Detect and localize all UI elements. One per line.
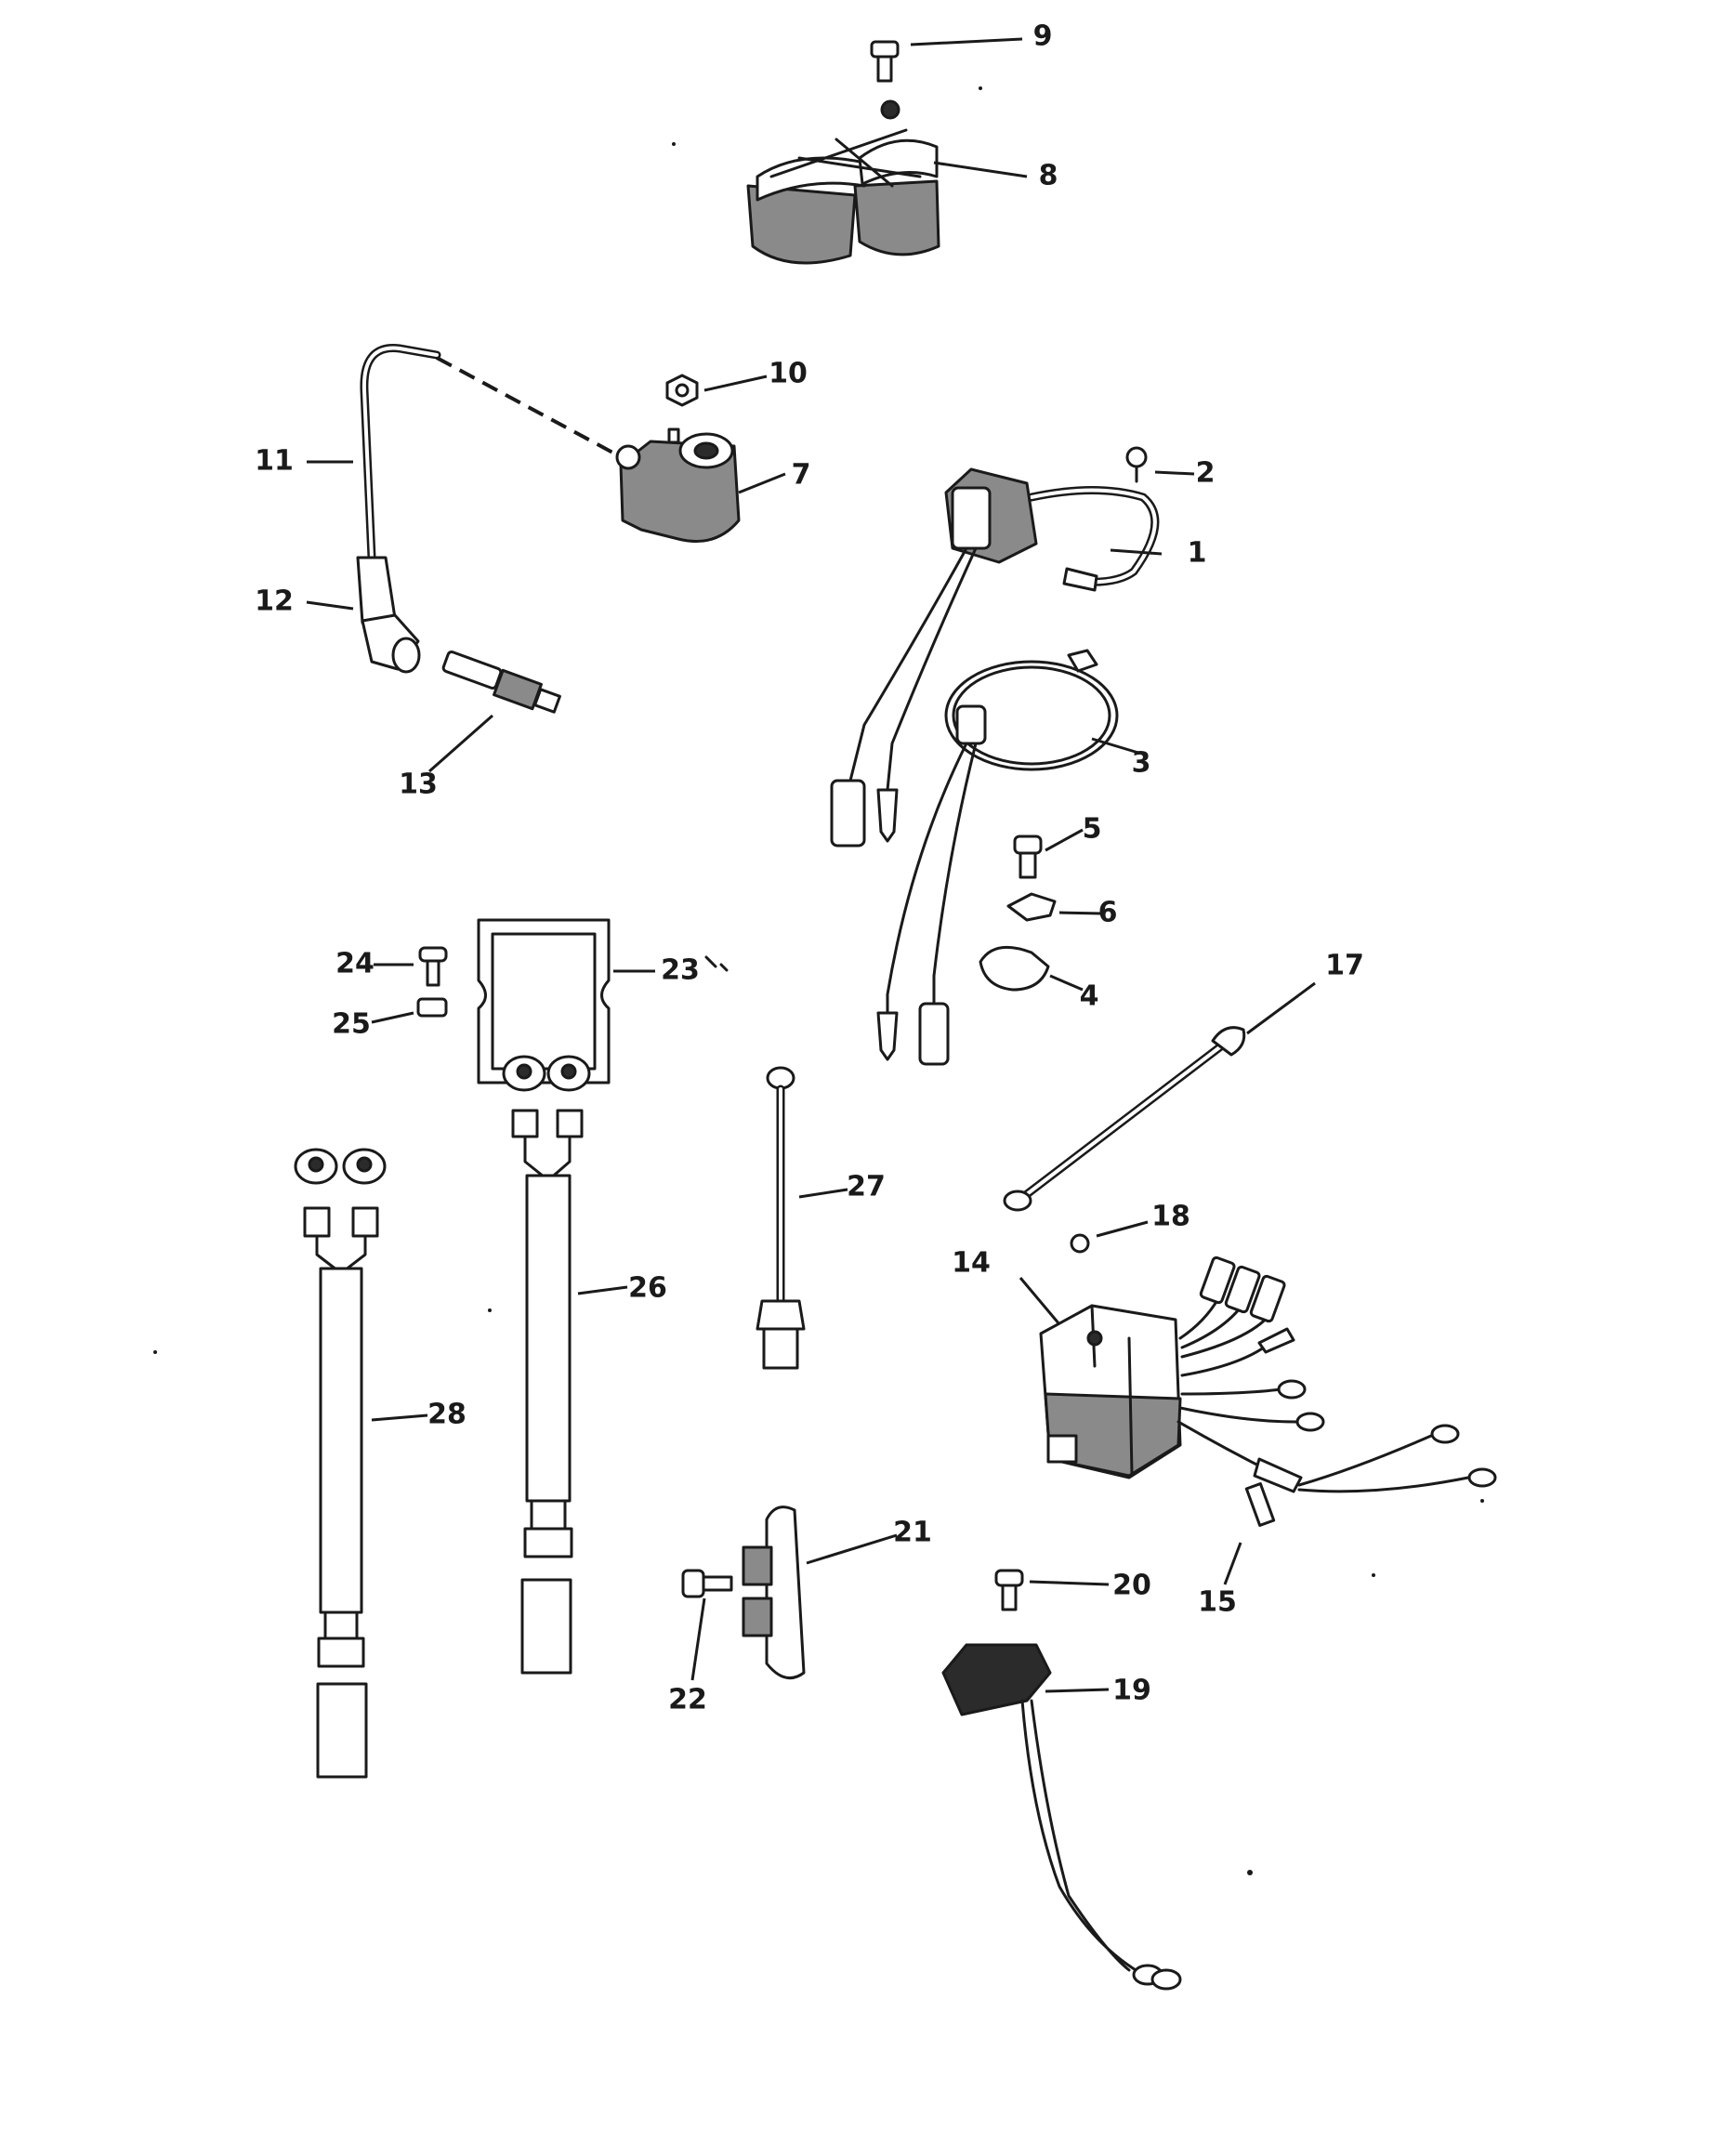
callout-26: 26 [628,1272,667,1305]
callout-2: 2 [1196,457,1216,490]
part-24-screw [374,946,448,987]
part-17-ground-strap [1003,981,1316,1212]
part-20-screw [994,1569,1110,1611]
callout-28: 28 [427,1399,467,1431]
callout-11: 11 [255,445,294,478]
part-19-rectifier [941,1643,1182,1991]
scan-specks [153,86,1484,1875]
part-8-ignition-coil [746,99,1028,265]
callout-3: 3 [1132,747,1151,780]
callout-12: 12 [255,585,294,618]
callout-23: 23 [661,954,700,987]
callout-10: 10 [769,358,808,390]
part-21-terminal-block [742,1505,898,1680]
part-2-screw [1125,446,1195,483]
part-28-harness [294,1148,428,1779]
part-5-screw [1013,828,1084,879]
callout-8: 8 [1039,160,1058,192]
part-7-coil [615,427,786,543]
callout-labels: 1 2 3 4 5 6 7 8 9 10 11 12 13 14 15 17 1… [255,20,1364,1716]
part-14-switch-box [1019,1255,1497,1493]
part-22-screw [681,1569,733,1681]
part-4-clamp [979,945,1084,992]
part-18-screw [1070,1220,1149,1254]
part-9-screw [870,37,1023,83]
callout-20: 20 [1112,1570,1151,1602]
callout-15: 15 [1198,1586,1237,1619]
part-23-voltage-regulator [477,918,729,1092]
callout-1: 1 [1188,537,1207,570]
part-12-spark-plug-boot [306,556,421,674]
callout-24: 24 [335,948,375,980]
callout-25: 25 [332,1008,371,1041]
callout-18: 18 [1151,1201,1190,1233]
part-26-harness [511,1109,628,1675]
callout-13: 13 [399,769,438,801]
callout-27: 27 [847,1171,886,1203]
callout-21: 21 [893,1517,932,1549]
part-3-sensor-ring [876,649,1139,1066]
callout-6: 6 [1098,897,1118,929]
part-10-nut [665,374,768,407]
part-1-stator [830,467,1163,848]
callout-22: 22 [668,1684,707,1716]
part-25-nut [371,997,448,1024]
part-6-clip [1006,892,1102,922]
callout-17: 17 [1325,950,1364,982]
callout-5: 5 [1083,813,1102,846]
callout-4: 4 [1080,980,1099,1013]
part-27-lead [756,1066,848,1370]
part-15-screw [1223,1482,1276,1585]
callout-14: 14 [952,1247,991,1280]
callout-7: 7 [792,459,811,492]
callout-9: 9 [1033,20,1053,53]
part-11-spark-plug-lead [307,344,619,562]
callout-19: 19 [1112,1675,1151,1707]
part-13-spark-plug [428,651,561,773]
